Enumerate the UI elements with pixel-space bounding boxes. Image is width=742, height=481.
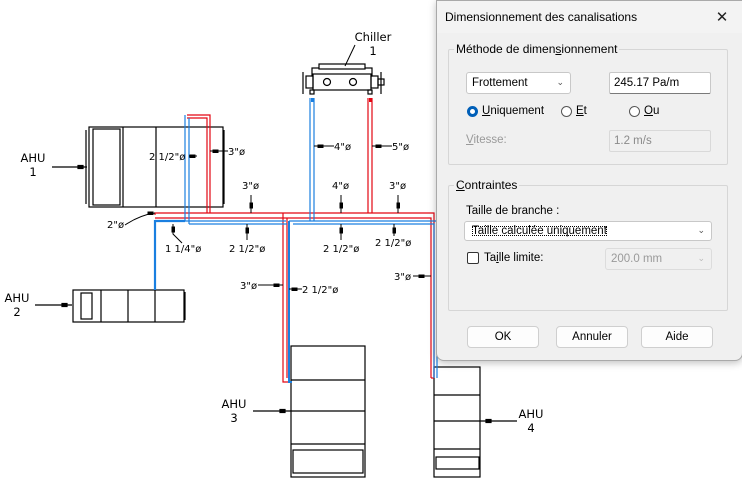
- radio-unchecked-icon: [561, 105, 572, 117]
- pipe-label-ahu3-supply: 3"ø: [240, 281, 257, 292]
- pipe-label-ahu1-supply: 3"ø: [228, 147, 245, 158]
- ahu-1-symbol[interactable]: [52, 126, 225, 208]
- help-button[interactable]: Aide: [641, 326, 713, 348]
- friction-value: 245.17 Pa/m: [614, 77, 680, 89]
- pipe-label-ahu1-return: 2 1/2"ø: [149, 152, 185, 163]
- radio-et[interactable]: Et: [561, 105, 587, 117]
- pipe-sizing-dialog: Dimensionnement des canalisations ✕ Méth…: [436, 0, 742, 361]
- pipe-label-main-return-left: 2 1/2"ø: [229, 244, 265, 255]
- ahu-1-number: 1: [29, 165, 36, 179]
- pipe-label-chiller-supply: 5"ø: [392, 142, 409, 153]
- help-button-label: Aide: [665, 331, 689, 343]
- branch-size-value: Taille calculée uniquement: [471, 225, 607, 237]
- pipe-label-main-supply-mid: 4"ø: [332, 181, 349, 192]
- chiller-1-label: Chiller: [355, 30, 392, 44]
- limit-size-checkbox[interactable]: [467, 252, 479, 264]
- chiller-1-symbol[interactable]: [302, 44, 385, 95]
- velocity-label: Vitesse:: [466, 134, 507, 146]
- radio-ou[interactable]: Ou: [629, 105, 659, 117]
- ahu-2-symbol[interactable]: [35, 289, 186, 323]
- ahu-1-label: AHU: [21, 151, 46, 165]
- ahu-4-number: 4: [527, 421, 534, 435]
- chiller-1-number: 1: [369, 44, 376, 58]
- pipe-label-ahu3-return: 2 1/2"ø: [302, 285, 338, 296]
- pipe-label-ahu2-supply: 2"ø: [107, 220, 124, 231]
- chevron-down-icon: ⌄: [556, 76, 564, 87]
- pipe-label-main-supply-right: 3"ø: [389, 181, 406, 192]
- limit-size-label: Taille limite:: [484, 252, 544, 264]
- radio-unchecked-icon: [629, 105, 640, 117]
- constraints-group: Contraintes: [448, 178, 728, 311]
- pipe-label-main-return-mid: 2 1/2"ø: [323, 244, 359, 255]
- pipe-label-ahu2-return: 1 1/4"ø: [165, 244, 201, 255]
- pipe-label-chiller-return: 4"ø: [334, 142, 351, 153]
- limit-size-select[interactable]: 200.0 mm ⌄: [605, 248, 712, 270]
- ahu-3-label: AHU: [222, 397, 247, 411]
- ok-button-label: OK: [494, 331, 512, 343]
- ok-button[interactable]: OK: [467, 326, 539, 348]
- pipe-label-main-return-right: 2 1/2"ø: [375, 238, 411, 249]
- cancel-button[interactable]: Annuler: [556, 326, 628, 348]
- close-icon: ✕: [715, 9, 729, 26]
- chevron-down-icon: ⌄: [697, 252, 705, 263]
- ahu-2-label: AHU: [5, 291, 30, 305]
- branch-size-select[interactable]: Taille calculée uniquement ⌄: [464, 221, 712, 241]
- close-button[interactable]: ✕: [702, 1, 742, 33]
- radio-uniquement[interactable]: Uniquement: [467, 105, 544, 117]
- sizing-method-value: Frottement: [472, 77, 528, 89]
- constraints-legend: Contraintes: [454, 178, 520, 192]
- radio-checked-icon: [467, 105, 478, 117]
- radio-et-label: Et: [576, 105, 587, 117]
- friction-value-input[interactable]: 245.17 Pa/m: [609, 72, 711, 94]
- sizing-method-legend: Méthode de dimensionnement: [454, 42, 620, 56]
- ahu-4-label: AHU: [519, 407, 544, 421]
- pipe-label-ahu4-supply: 3"ø: [394, 272, 411, 283]
- ahu-4-symbol[interactable]: [433, 366, 517, 478]
- dialog-title: Dimensionnement des canalisations: [445, 10, 638, 24]
- ahu-3-symbol[interactable]: [253, 345, 366, 478]
- radio-ou-label: Ou: [644, 105, 660, 117]
- dialog-titlebar[interactable]: Dimensionnement des canalisations ✕: [437, 1, 742, 33]
- branch-size-label: Taille de branche :: [466, 205, 560, 217]
- velocity-value: 1.2 m/s: [614, 135, 652, 147]
- cancel-button-label: Annuler: [572, 331, 612, 343]
- radio-uniquement-label: Uniquement: [482, 105, 545, 117]
- ahu-2-number: 2: [13, 305, 20, 319]
- ahu-3-number: 3: [230, 411, 237, 425]
- chevron-down-icon: ⌄: [697, 224, 705, 235]
- limit-size-value: 200.0 mm: [611, 253, 663, 265]
- sizing-method-group: Méthode de dimensionnement: [448, 42, 728, 165]
- sizing-method-select[interactable]: Frottement ⌄: [466, 72, 571, 94]
- velocity-input[interactable]: 1.2 m/s: [609, 130, 711, 152]
- pipe-label-main-supply-left: 3"ø: [242, 181, 259, 192]
